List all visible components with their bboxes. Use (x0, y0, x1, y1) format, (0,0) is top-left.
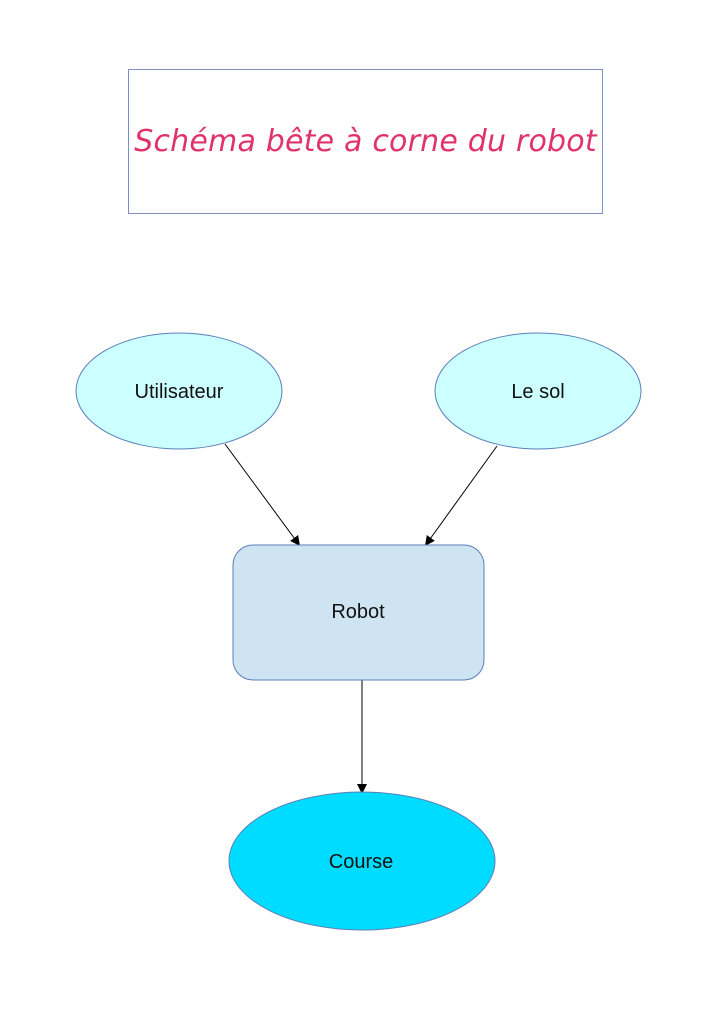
edge-sol-robot (424, 445, 498, 547)
sol-ellipse (434, 332, 642, 450)
sol-label: Le sol (511, 381, 564, 403)
edge-utilisateur-robot (224, 443, 301, 547)
course-ellipse (228, 791, 496, 931)
node-robot: Robot (232, 544, 485, 681)
robot-rect (232, 544, 485, 681)
utilisateur-ellipse (75, 332, 283, 450)
utilisateur-label: Utilisateur (135, 381, 224, 403)
node-sol: Le sol (434, 332, 642, 450)
node-utilisateur: Utilisateur (75, 332, 283, 450)
node-course: Course (228, 791, 496, 931)
robot-label: Robot (331, 601, 385, 623)
course-label: Course (329, 851, 393, 873)
diagram-title: Schéma bête à corne du robot (134, 124, 597, 159)
title-box: Schéma bête à corne du robot (128, 69, 603, 214)
